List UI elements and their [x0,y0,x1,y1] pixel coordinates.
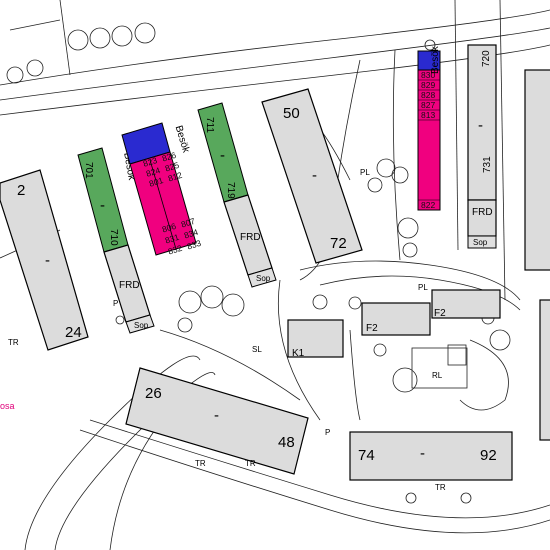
building-2-24-bottom: 24 [65,324,82,341]
building-74-92-dash: - [420,445,425,462]
p-label-2: P [113,299,118,308]
parking-right: 830 829 828 827 813 822 Besök [417,45,441,211]
parking-cell-813: 813 [421,110,435,120]
building-74-92-right: 92 [480,447,497,464]
garage-711-label: 711 [204,117,215,133]
tr-label-2: TR [245,459,256,468]
building-right-edge-2 [539,299,550,441]
tr-label-3: TR [8,338,19,347]
tr-label-1: TR [195,459,206,468]
garage-701-label: 701 [83,162,94,179]
parking-center: 823 826 824 825 801 812 806 807 831 834 … [121,122,203,257]
parking-cell-829: 829 [421,80,435,90]
garage-719-label: 719 [225,182,236,199]
building-2-24: 2 - 24 [0,169,89,351]
building-720-731: 720 - 731 FRD Sop [467,44,497,249]
building-720-731-dash: - [478,117,483,134]
building-26-48-dash: - [214,407,219,424]
map-annotations: SL RL TR TR TR TR PL PL P P osa [0,168,446,492]
garage-711-dash: - [220,147,225,164]
parking-cell-807: 807 [180,216,197,230]
playground [411,339,509,411]
tr-label-4: TR [435,483,446,492]
frd-label-1: FRD [119,280,140,291]
p-label-1: P [325,428,330,437]
parking-cell-806: 806 [161,221,178,235]
building-50-72-top: 50 [283,105,300,122]
building-50-72-dash: - [312,167,317,184]
parking-cell-801: 801 [148,175,165,189]
sop-label-3: Sop [473,238,488,247]
parking-cell-833: 833 [186,238,203,252]
building-50-72: 50 - 72 [261,88,363,264]
frd-label-2: FRD [240,232,261,243]
pl-label-1: PL [360,168,370,177]
besok-label-2: Besök [173,124,192,155]
building-26-48-top: 26 [145,385,162,402]
building-f2-b: F2 [431,289,501,319]
parking-cell-834: 834 [183,227,200,241]
building-74-92-left: 74 [358,447,375,464]
frd-building-3 [467,199,497,237]
parking-cell-828: 828 [421,90,435,100]
parking-cell-812: 812 [167,170,184,184]
parking-cell-824: 824 [145,165,162,179]
building-50-72-bottom: 72 [330,235,347,252]
building-f2-a: F2 [361,302,431,336]
garage-711-719: 711 - 719 FRD Sop [197,102,277,288]
sop-label-2: Sop [256,274,271,283]
besok-label-3: Besök [430,45,441,74]
parking-cell-832: 832 [167,243,184,257]
parking-cell-825: 825 [164,160,181,174]
rl-label: RL [432,371,443,380]
building-2-24-dash: - [45,252,50,269]
f2-label-a: F2 [366,323,378,334]
parking-cell-831: 831 [164,232,181,246]
building-right-edge [524,69,550,271]
parking-cell-822: 822 [421,200,435,210]
frd-label-3: FRD [472,207,493,218]
sl-label: SL [252,345,262,354]
parking-cell-827: 827 [421,100,435,110]
building-26-48: 26 - 48 [125,367,309,475]
parking-cell-826: 826 [161,150,178,164]
building-26-48-bottom: 48 [278,434,295,451]
parking-cell-830: 830 [421,70,435,80]
pl-label-2: PL [418,283,428,292]
building-74-92: 74 - 92 [349,431,513,481]
garage-701-dash: - [100,197,105,214]
building-720-label: 720 [481,50,492,67]
vegetation [6,22,511,504]
garage-710-label: 710 [108,229,119,246]
k1-label: K1 [292,348,305,359]
building-k1: K1 [287,319,344,359]
building-731-label: 731 [482,156,493,173]
building-2-24-top: 2 [17,182,25,199]
parking-cell-823: 823 [142,155,159,169]
sop-label-1: Sop [134,321,149,330]
f2-label-b: F2 [434,308,446,319]
osa-label: osa [0,401,15,411]
